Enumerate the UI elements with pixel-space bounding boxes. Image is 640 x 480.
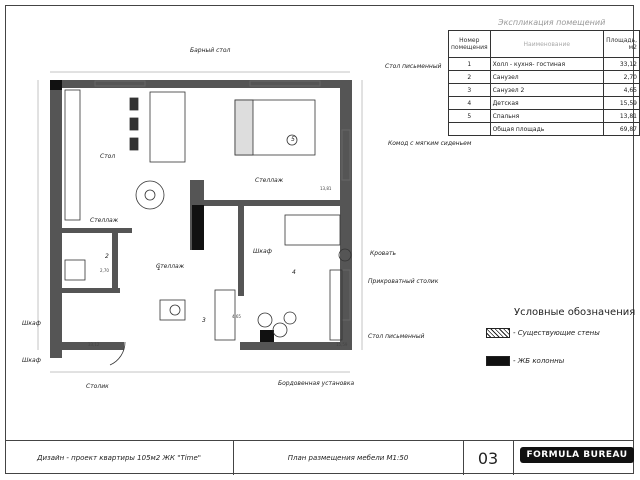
table-row: 5 Спальня 13,81 xyxy=(448,109,640,123)
windows xyxy=(94,80,351,321)
explication-table: Номер помещения Наименование Площадь, м2… xyxy=(448,30,640,136)
column-swatch-icon xyxy=(486,356,510,366)
total-area: 69,87 xyxy=(603,122,640,136)
legend-item-walls: - Существующие стены xyxy=(486,328,600,338)
label-bar-table: Барный стол xyxy=(190,47,231,54)
row-num: 3 xyxy=(448,83,491,97)
room-area-4: 15,59 xyxy=(336,342,348,347)
drawing-frame xyxy=(5,5,634,474)
row-area: 4,65 xyxy=(603,83,640,97)
walls xyxy=(50,80,352,358)
table-total-row: Общая площадь 69,87 xyxy=(448,122,640,136)
label-desk-top: Стол письменный xyxy=(385,63,442,70)
row-name: Санузел xyxy=(489,70,605,84)
legend-item-columns: - ЖБ колонны xyxy=(486,356,564,366)
table-row: 2 Санузел 2,70 xyxy=(448,70,640,84)
concrete-columns xyxy=(50,80,274,342)
room-area-5: 13,81 xyxy=(320,186,332,191)
row-area: 15,59 xyxy=(603,96,640,110)
row-area: 33,12 xyxy=(603,57,640,71)
row-area: 13,81 xyxy=(603,109,640,123)
row-name: Санузел 2 xyxy=(489,83,605,97)
label-wardrobe-1: Шкаф xyxy=(253,248,272,255)
row-name: Холл - кухня- гостиная xyxy=(489,57,605,71)
brand-logo: FORMULA BUREAU xyxy=(520,447,634,463)
legend-title: Условные обозначения xyxy=(514,307,636,318)
row-name: Спальня xyxy=(489,109,605,123)
room-number-2: 2 xyxy=(105,253,109,260)
row-num: 4 xyxy=(448,96,491,110)
project-title: Дизайн - проект квартиры 105м2 ЖК "Time" xyxy=(5,441,234,475)
table-row: 4 Детская 15,59 xyxy=(448,96,640,110)
explication-title: Экспликация помещений xyxy=(498,18,606,27)
table-row: 3 Санузел 2 4,65 xyxy=(448,83,640,97)
furniture xyxy=(64,89,352,366)
row-num: 5 xyxy=(448,109,491,123)
room-number-5: 5 xyxy=(291,136,295,143)
wall-swatch-icon xyxy=(486,328,510,338)
room-number-3: 3 xyxy=(202,317,206,324)
room-number-4: 4 xyxy=(292,269,296,276)
floor-plan: Барный стол Стол письменный Стол Стеллаж… xyxy=(22,47,472,390)
label-bed: Кровать xyxy=(370,250,396,257)
col-header-area: Площадь, м2 xyxy=(603,30,640,58)
room-area-1: 33,12 xyxy=(88,342,100,347)
label-dresser: Комод с мягким сиденьем xyxy=(388,140,472,147)
label-shelf-left: Стеллаж xyxy=(90,217,119,224)
row-num xyxy=(448,122,491,136)
label-shelf-mid: Стеллаж xyxy=(156,263,185,270)
label-table: Стол xyxy=(100,153,115,160)
label-laundry: Бордовенная установка xyxy=(278,380,354,387)
label-wardrobe-2: Шкаф xyxy=(22,320,41,327)
table-row: 1 Холл - кухня- гостиная 33,12 xyxy=(448,57,640,71)
room-area-3: 4,65 xyxy=(232,314,241,319)
row-area: 2,70 xyxy=(603,70,640,84)
row-num: 2 xyxy=(448,70,491,84)
sheet-number: 03 xyxy=(463,441,514,475)
legend-label: - ЖБ колонны xyxy=(513,357,565,365)
label-nightstand: Прикроватный столик xyxy=(368,278,439,285)
sofa xyxy=(149,91,186,163)
title-block: Дизайн - проект квартиры 105м2 ЖК "Time"… xyxy=(5,440,634,475)
row-name: Детская xyxy=(489,96,605,110)
room-number-1: 1 xyxy=(157,265,161,272)
label-console: Столик xyxy=(86,383,109,390)
legend-label: - Существующие стены xyxy=(513,329,600,337)
dining-table xyxy=(135,180,165,210)
total-label: Общая площадь xyxy=(489,122,605,136)
dimension-lines xyxy=(37,71,363,373)
row-num: 1 xyxy=(448,57,491,71)
col-header-name: Наименование xyxy=(489,30,605,58)
kitchen xyxy=(64,89,81,221)
label-shelf-top: Стеллаж xyxy=(255,177,284,184)
label-desk-bottom: Стол письменный xyxy=(368,333,425,340)
bed-kids xyxy=(284,214,341,246)
room-area-2: 2,70 xyxy=(100,268,109,273)
label-wardrobe-3: Шкаф xyxy=(22,357,41,364)
sheet-title: План размещения мебели М1:50 xyxy=(233,441,464,475)
col-header-num: Номер помещения xyxy=(448,30,491,58)
